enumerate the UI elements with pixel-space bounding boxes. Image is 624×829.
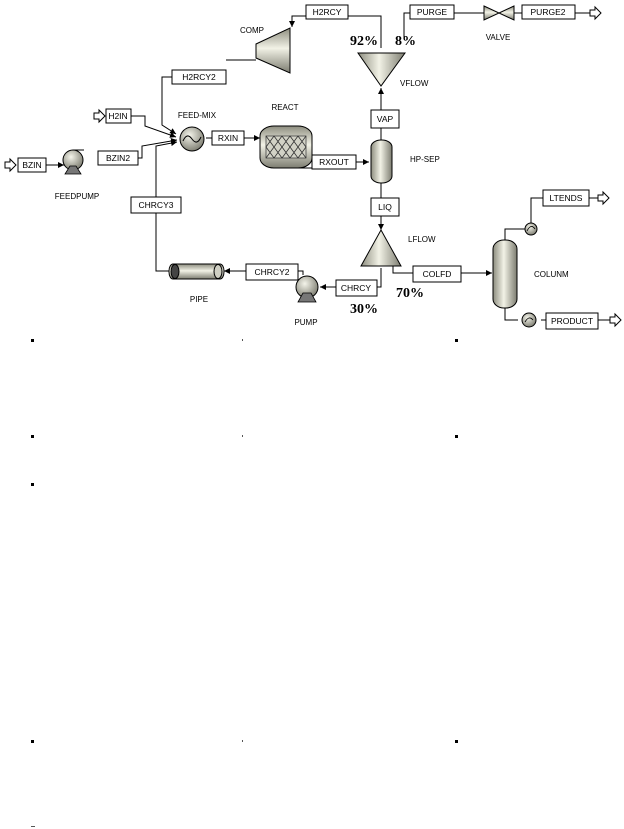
vflow-split-right: 8%: [395, 34, 416, 49]
block-label-feed-mix: FEED-MIX: [178, 111, 217, 120]
block-label-feedpump: FEEDPUMP: [55, 192, 99, 201]
svg-text:H2RCY: H2RCY: [313, 7, 342, 17]
feed-arrow-icon: [93, 108, 106, 124]
block-label-comp: COMP: [240, 26, 264, 35]
svg-text:PURGE: PURGE: [417, 7, 448, 17]
block-label-valve: VALVE: [486, 33, 511, 42]
product-arrow-icon: [589, 5, 602, 21]
vflow-split-left: 92%: [350, 34, 378, 49]
product-arrow-icon: [597, 190, 610, 206]
bullet-mark: [31, 483, 34, 486]
distillation-column-icon: COLUNM: [492, 222, 569, 328]
feed-arrow-icon: [4, 157, 17, 173]
bullet-mark: [455, 339, 458, 342]
svg-text:RXIN: RXIN: [218, 133, 238, 143]
svg-text:CHRCY2: CHRCY2: [255, 267, 290, 277]
svg-text:COLFD: COLFD: [423, 269, 452, 279]
svg-text:H2RCY2: H2RCY2: [182, 72, 216, 82]
stream-colfd: COLFD: [412, 265, 462, 283]
svg-text:H2IN: H2IN: [108, 111, 127, 121]
block-label-lflow: LFLOW: [408, 235, 436, 244]
block-label-pump: PUMP: [294, 318, 317, 327]
tick-mark: [242, 435, 243, 437]
stream-h2rcy2: H2RCY2: [171, 69, 227, 85]
bullet-mark: [455, 740, 458, 743]
process-flow-diagram: H2RCY PURGE PURGE2 H2RCY2 H2IN RXIN VAP …: [4, 4, 622, 330]
pump-icon: PUMP: [294, 275, 319, 327]
block-label-pipe: PIPE: [190, 295, 208, 304]
stream-liq: LIQ: [370, 197, 400, 217]
bullet-mark: [31, 740, 34, 743]
block-label-vflow: VFLOW: [400, 79, 429, 88]
stream-rxin: RXIN: [211, 130, 245, 146]
pipe-icon: PIPE: [168, 263, 225, 304]
stream-product: PRODUCT: [545, 312, 599, 330]
stream-rxout: RXOUT: [311, 154, 357, 170]
stream-chrcy2: CHRCY2: [245, 263, 299, 281]
stream-chrcy3: CHRCY3: [130, 196, 182, 214]
tick-mark: [242, 339, 243, 341]
block-label-hp-sep: HP-SEP: [410, 155, 440, 164]
lflow-splitter-icon: LFLOW: [360, 228, 436, 267]
svg-text:PRODUCT: PRODUCT: [551, 316, 593, 326]
svg-text:BZIN: BZIN: [22, 160, 41, 170]
feed-pump-icon: FEEDPUMP: [55, 149, 99, 201]
stream-chrcy: CHRCY: [335, 279, 378, 297]
product-arrow-icon: [609, 312, 622, 328]
heater-icon: FEED-MIX: [178, 111, 217, 152]
svg-text:PURGE2: PURGE2: [531, 7, 566, 17]
stream-purge: PURGE: [409, 4, 455, 20]
block-label-colunm: COLUNM: [534, 270, 569, 279]
svg-text:BZIN2: BZIN2: [106, 153, 130, 163]
stream-bzin: BZIN: [17, 157, 47, 173]
bullet-mark: [31, 435, 34, 438]
tick-mark: [242, 740, 243, 742]
block-label-react: REACT: [271, 103, 298, 112]
svg-text:RXOUT: RXOUT: [319, 157, 349, 167]
valve-icon: VALVE: [483, 5, 515, 42]
stream-ltends: LTENDS: [542, 189, 590, 207]
stream-bzin2: BZIN2: [97, 150, 139, 166]
svg-text:VAP: VAP: [377, 114, 394, 124]
lflow-split-right: 70%: [396, 286, 424, 301]
vflow-splitter-icon: VFLOW: [357, 52, 429, 88]
stream-vap: VAP: [370, 109, 400, 129]
compressor-icon: COMP: [240, 26, 291, 74]
stream-h2in: H2IN: [105, 108, 132, 124]
lflow-split-bottom: 30%: [350, 302, 378, 317]
flash-drum-icon: HP-SEP: [370, 139, 440, 184]
bullet-mark: [455, 435, 458, 438]
svg-text:CHRCY: CHRCY: [341, 283, 372, 293]
svg-text:LIQ: LIQ: [378, 202, 392, 212]
tick-mark: [31, 826, 35, 827]
svg-text:LTENDS: LTENDS: [550, 193, 583, 203]
svg-text:CHRCY3: CHRCY3: [139, 200, 174, 210]
reactor-icon: REACT: [259, 103, 313, 169]
stream-purge2: PURGE2: [521, 4, 576, 20]
stream-h2rcy: H2RCY: [305, 4, 349, 20]
bullet-mark: [31, 339, 34, 342]
